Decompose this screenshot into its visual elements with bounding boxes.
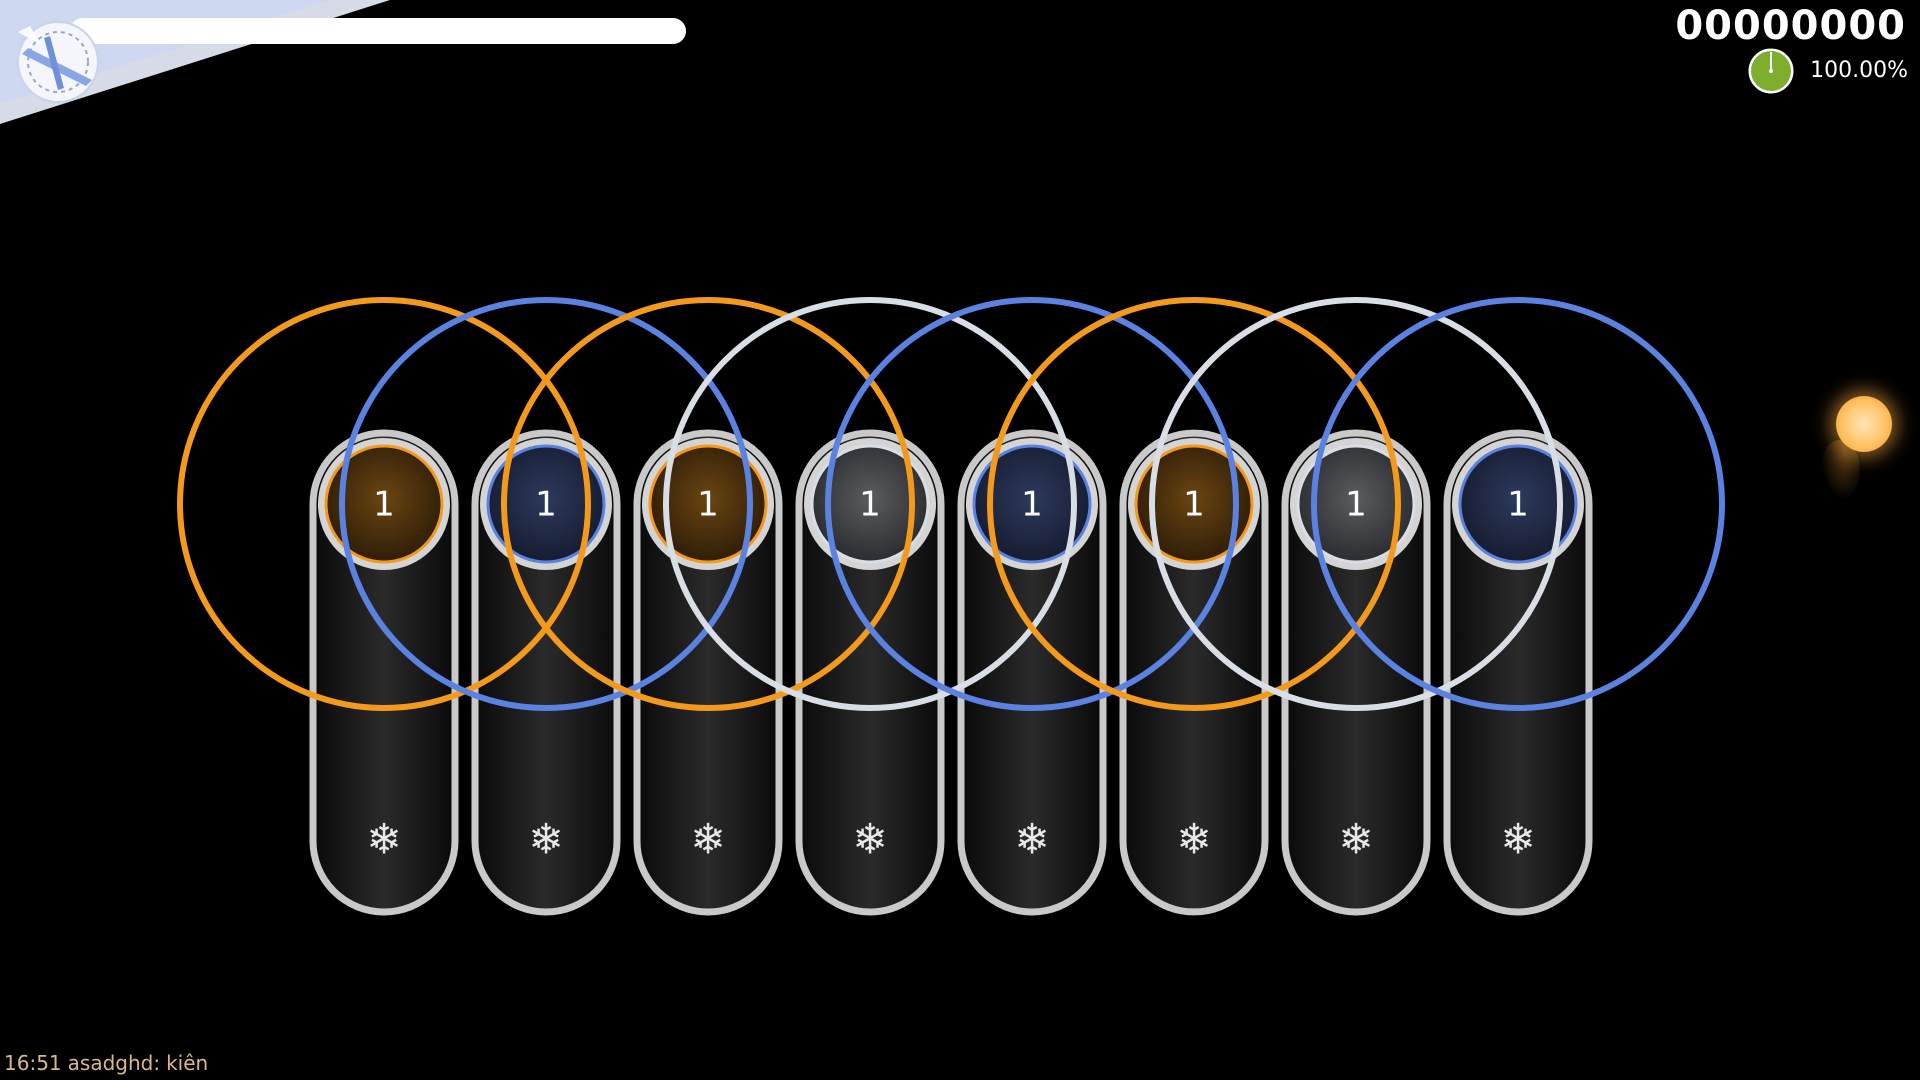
snowflake-icon: ❄ — [528, 815, 563, 864]
hit-circle-number: 1 — [1021, 485, 1043, 525]
chat-text: kiên — [166, 1051, 209, 1075]
snowflake-icon: ❄ — [366, 815, 401, 864]
approach-circle — [339, 297, 753, 711]
hit-circle-number: 1 — [859, 485, 881, 525]
hit-circle-number: 1 — [697, 485, 719, 525]
hit-circle-number: 1 — [1183, 485, 1205, 525]
hit-circle-number: 1 — [373, 485, 395, 525]
approach-circle — [177, 297, 591, 711]
hit-circle-number: 1 — [535, 485, 557, 525]
hit-circle[interactable] — [324, 444, 444, 564]
hit-circle[interactable] — [1296, 444, 1416, 564]
progress-bar-track — [70, 18, 686, 44]
hit-circle[interactable] — [810, 444, 930, 564]
approach-circle — [987, 297, 1401, 711]
chat-time: 16:51 — [4, 1051, 62, 1075]
approach-circle — [825, 297, 1239, 711]
accuracy-pie-icon — [1748, 48, 1794, 94]
snowflake-icon: ❄ — [1014, 815, 1049, 864]
airplane-icon — [17, 21, 99, 103]
song-progress-hud — [0, 0, 686, 124]
approach-circle — [1149, 297, 1563, 711]
snowflake-icon: ❄ — [852, 815, 887, 864]
snowflake-icon: ❄ — [1176, 815, 1211, 864]
hit-circle[interactable] — [972, 444, 1092, 564]
hit-circle[interactable] — [1458, 444, 1578, 564]
accuracy-display: 100.00% — [1748, 48, 1908, 94]
snowflake-icon: ❄ — [690, 815, 725, 864]
approach-circle — [501, 297, 915, 711]
approach-circle — [663, 297, 1077, 711]
hit-circle[interactable] — [1134, 444, 1254, 564]
accuracy-text: 100.00% — [1810, 58, 1908, 83]
hit-circle-number: 1 — [1507, 485, 1529, 525]
hit-circle[interactable] — [486, 444, 606, 564]
score-counter: 00000000 — [1675, 3, 1906, 49]
game-cursor — [1836, 396, 1892, 452]
snowflake-icon: ❄ — [1338, 815, 1373, 864]
snowflake-icon: ❄ — [1500, 815, 1535, 864]
approach-circle — [1311, 297, 1725, 711]
hit-circle[interactable] — [648, 444, 768, 564]
hit-circle-number: 1 — [1345, 485, 1367, 525]
chat-user: asadghd: — [67, 1051, 161, 1075]
